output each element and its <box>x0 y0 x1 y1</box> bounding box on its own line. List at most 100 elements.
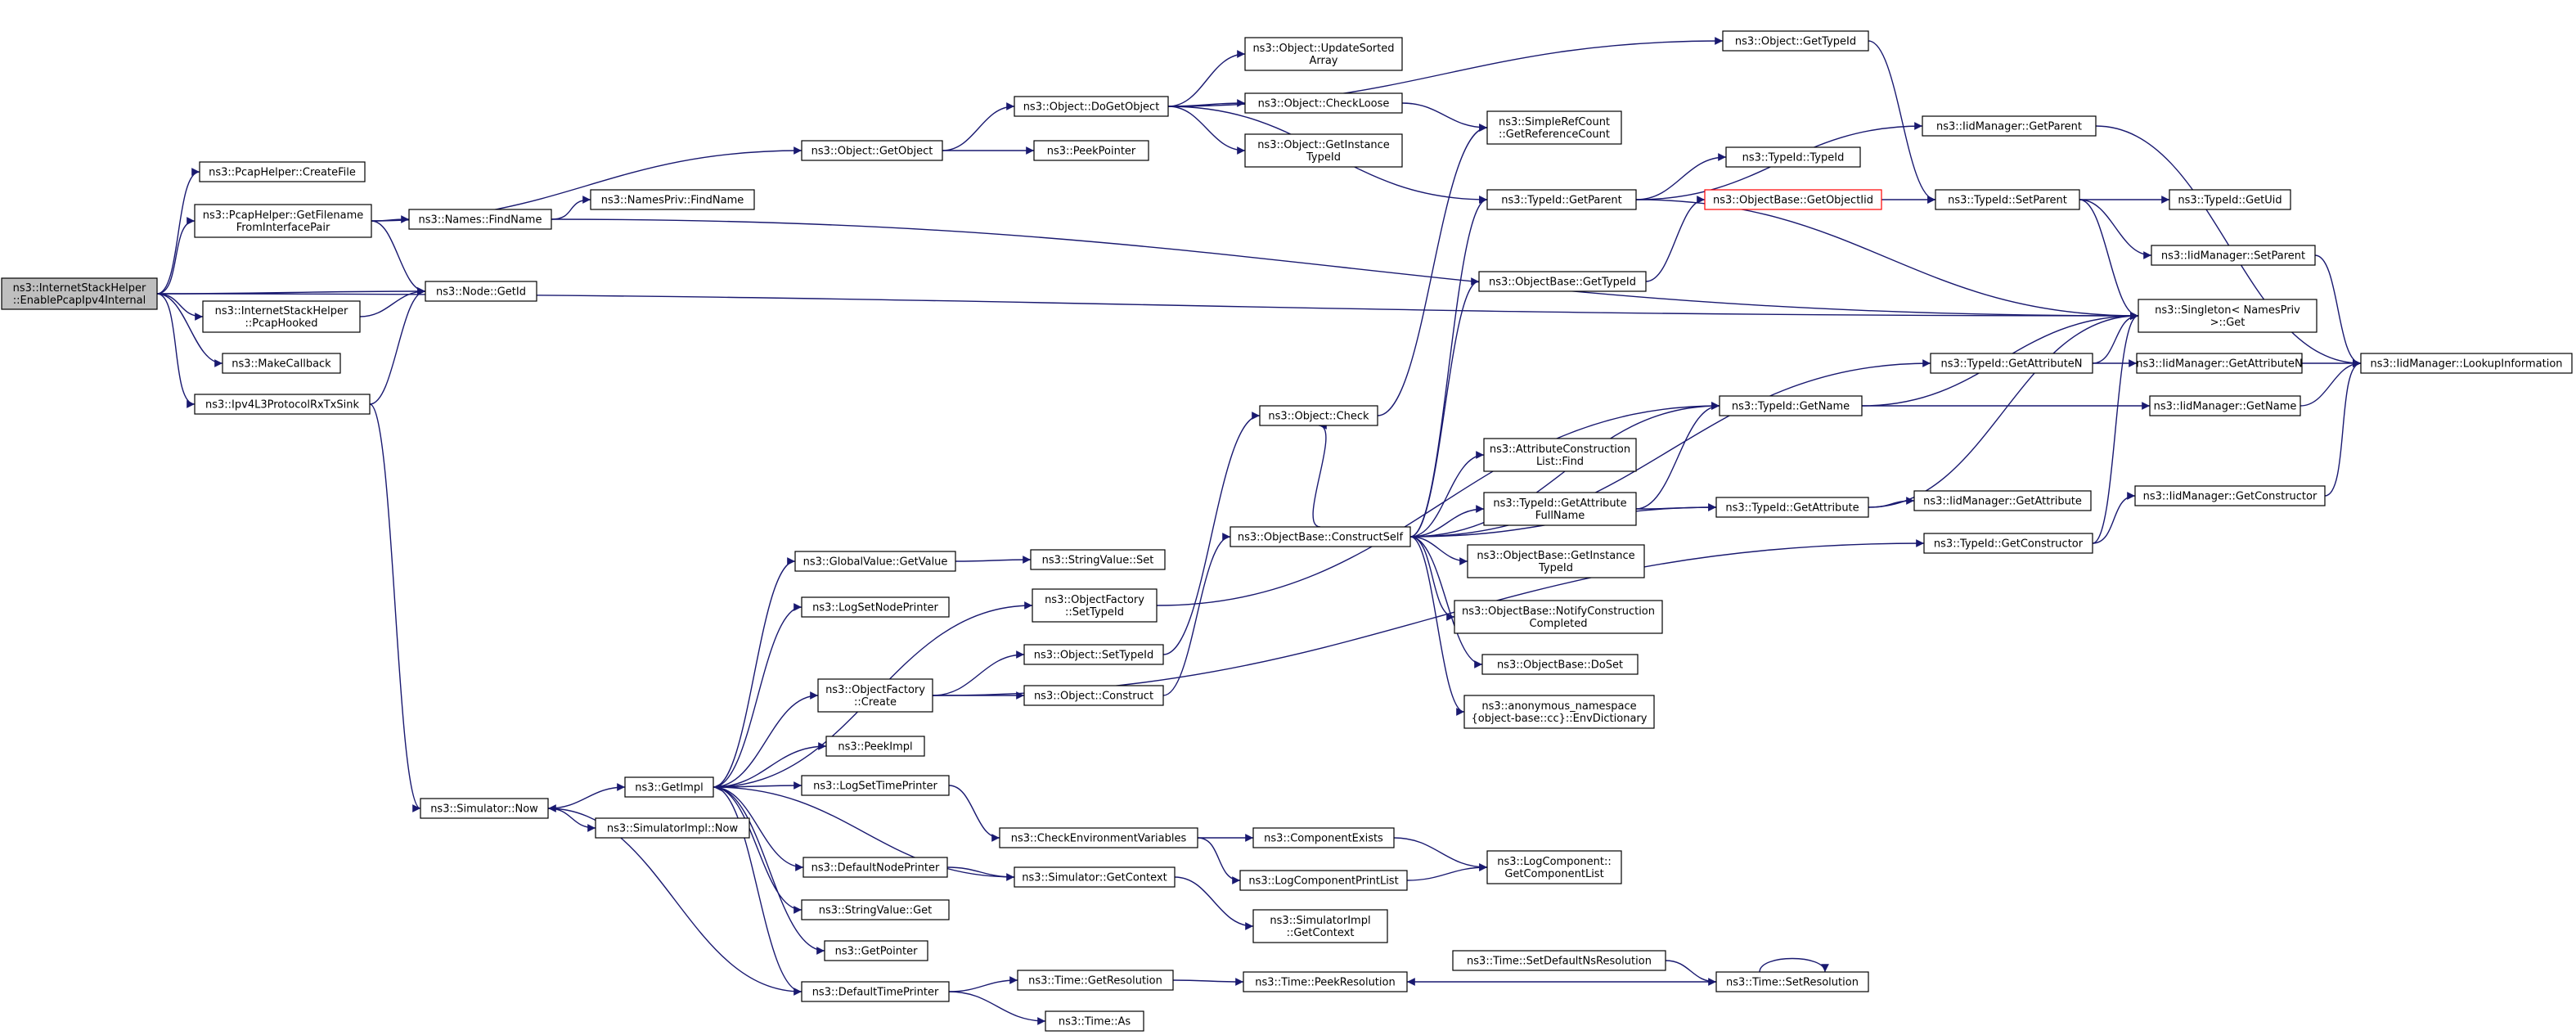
node-typeIdGetUid[interactable]: ns3::TypeId::GetUid <box>2169 189 2291 210</box>
node-timeGetRes[interactable]: ns3::Time::GetResolution <box>1017 970 1174 991</box>
node-typeIdSetParent[interactable]: ns3::TypeId::SetParent <box>1935 189 2080 210</box>
node-pcapCreate[interactable]: ns3::PcapHelper::CreateFile <box>199 161 366 182</box>
node-iidGetCons[interactable]: ns3::IidManager::GetConstructor <box>2134 485 2326 506</box>
node-objFactorySetTypeId[interactable]: ns3::ObjectFactory::SetTypeId <box>1032 588 1158 623</box>
node-constructSelf[interactable]: ns3::ObjectBase::ConstructSelf <box>1230 526 1411 547</box>
node-simGetContext[interactable]: ns3::Simulator::GetContext <box>1014 866 1176 888</box>
node-typeIdGetAttrN[interactable]: ns3::TypeId::GetAttributeN <box>1930 353 2093 374</box>
node-pcapGetFilename[interactable]: ns3::PcapHelper::GetFilenameFromInterfac… <box>194 204 372 238</box>
node-timePeekRes[interactable]: ns3::Time::PeekResolution <box>1243 971 1408 992</box>
node-label: ns3::Object::SetTypeId <box>1034 650 1153 662</box>
node-globalGetValue[interactable]: ns3::GlobalValue::GetValue <box>794 551 956 572</box>
node-objBaseGetTypeId[interactable]: ns3::ObjectBase::GetTypeId <box>1478 271 1647 292</box>
node-label: ns3::CheckEnvironmentVariables <box>1011 833 1187 845</box>
node-label: ns3::PcapHelper::CreateFile <box>209 167 356 179</box>
node-iidGetAttrN[interactable]: ns3::IidManager::GetAttributeN <box>2136 353 2303 374</box>
node-simImplGetContext[interactable]: ns3::SimulatorImpl::GetContext <box>1252 909 1388 943</box>
node-doGetObject[interactable]: ns3::Object::DoGetObject <box>1014 96 1169 117</box>
node-logComponentList[interactable]: ns3::LogComponent::GetComponentList <box>1486 850 1622 884</box>
node-label: FromInterfacePair <box>236 222 330 234</box>
node-nodeGetId[interactable]: ns3::Node::GetId <box>425 281 537 302</box>
node-iidGetParent[interactable]: ns3::IidManager::GetParent <box>1922 115 2097 137</box>
node-label: ns3::Time::GetResolution <box>1028 975 1162 988</box>
node-iidLookup[interactable]: ns3::IidManager::LookupInformation <box>2360 353 2573 374</box>
node-objGetTypeId[interactable]: ns3::Object::GetTypeId <box>1722 30 1869 52</box>
node-stringValueGet[interactable]: ns3::StringValue::Get <box>801 899 950 920</box>
node-notifyCons[interactable]: ns3::ObjectBase::NotifyConstructionCompl… <box>1454 600 1663 634</box>
node-rxTxSink[interactable]: ns3::Ipv4L3ProtocolRxTxSink <box>194 394 371 415</box>
node-box <box>1922 115 2097 137</box>
node-envDict[interactable]: ns3::anonymous_namespace{object-base::cc… <box>1463 695 1655 729</box>
node-defaultNodePrinter[interactable]: ns3::DefaultNodePrinter <box>802 857 948 878</box>
node-box <box>1252 909 1388 943</box>
node-objFactoryCreate[interactable]: ns3::ObjectFactory::Create <box>817 678 933 713</box>
node-peekPointer[interactable]: ns3::PeekPointer <box>1033 140 1149 161</box>
node-typeIdGetName[interactable]: ns3::TypeId::GetName <box>1719 395 1863 416</box>
node-label: >::Get <box>2210 317 2246 329</box>
node-root[interactable]: ns3::InternetStackHelper::EnablePcapIpv4… <box>1 277 158 310</box>
node-timeAs[interactable]: ns3::Time::As <box>1045 1010 1144 1032</box>
node-timeSetRes[interactable]: ns3::Time::SetResolution <box>1715 971 1869 992</box>
node-label: ns3::ObjectBase::GetTypeId <box>1489 277 1636 289</box>
node-stringValueSet[interactable]: ns3::StringValue::Set <box>1030 549 1166 570</box>
node-label: ns3::TypeId::GetAttribute <box>1725 502 1859 515</box>
node-namesFind[interactable]: ns3::Names::FindName <box>408 209 552 230</box>
node-box <box>1033 140 1149 161</box>
node-defaultTimePrinter[interactable]: ns3::DefaultTimePrinter <box>801 981 950 1002</box>
node-objGetObject[interactable]: ns3::Object::GetObject <box>801 140 943 161</box>
node-box <box>1230 526 1411 547</box>
node-simImplNow[interactable]: ns3::SimulatorImpl::Now <box>595 817 750 839</box>
node-label: ns3::IidManager::GetConstructor <box>2143 491 2318 503</box>
node-namesPrivFind[interactable]: ns3::NamesPriv::FindName <box>590 189 755 210</box>
edge-objFactoryCreate-to-objSetTypeId <box>932 650 1025 696</box>
node-box <box>801 140 943 161</box>
node-box <box>1252 827 1395 848</box>
node-makeCallback[interactable]: ns3::MakeCallback <box>222 353 341 374</box>
node-simNow[interactable]: ns3::Simulator::Now <box>420 798 549 819</box>
node-iidSetParent[interactable]: ns3::IidManager::SetParent <box>2151 245 2316 266</box>
node-iidGetAttr[interactable]: ns3::IidManager::GetAttribute <box>1913 490 2092 511</box>
edge-typeIdGetAttrFull-to-typeIdGetName <box>1635 402 1720 510</box>
node-label: ::Create <box>854 696 897 709</box>
node-typeIdGetCons[interactable]: ns3::TypeId::GetConstructor <box>1923 533 2093 554</box>
node-box <box>1463 695 1655 729</box>
node-singleton[interactable]: ns3::Singleton< NamesPriv>::Get <box>2138 299 2318 333</box>
edge-objSetTypeId-to-objCheck <box>1162 412 1261 655</box>
node-checkEnv[interactable]: ns3::CheckEnvironmentVariables <box>999 827 1198 848</box>
node-typeIdTypeId[interactable]: ns3::TypeId::TypeId <box>1725 146 1861 168</box>
node-getPointer[interactable]: ns3::GetPointer <box>824 940 928 961</box>
node-box <box>1930 353 2093 374</box>
node-box <box>1704 189 1882 210</box>
node-doSet[interactable]: ns3::ObjectBase::DoSet <box>1481 654 1639 675</box>
node-objConstruct[interactable]: ns3::Object::Construct <box>1023 685 1164 706</box>
node-pcapHooked[interactable]: ns3::InternetStackHelper::PcapHooked <box>202 300 361 333</box>
node-typeIdGetAttr[interactable]: ns3::TypeId::GetAttribute <box>1715 497 1869 518</box>
edge-componentExists-to-logComponentList <box>1393 837 1488 871</box>
node-iidGetName[interactable]: ns3::IidManager::GetName <box>2149 395 2301 416</box>
node-checkLoose[interactable]: ns3::Object::CheckLoose <box>1244 92 1403 114</box>
node-simpleRef[interactable]: ns3::SimpleRefCount::GetReferenceCount <box>1486 110 1622 145</box>
node-objSetTypeId[interactable]: ns3::Object::SetTypeId <box>1023 644 1164 665</box>
node-box <box>1483 492 1637 526</box>
node-logComponentPrintList[interactable]: ns3::LogComponentPrintList <box>1239 870 1408 891</box>
node-timeSetDefaultNs[interactable]: ns3::Time::SetDefaultNsResolution <box>1452 950 1666 971</box>
node-peekImpl[interactable]: ns3::PeekImpl <box>825 736 925 757</box>
node-objBaseGetObjectIid[interactable]: ns3::ObjectBase::GetObjectIid <box>1704 189 1882 210</box>
node-getImpl[interactable]: ns3::GetImpl <box>624 776 714 798</box>
node-box <box>1913 490 2092 511</box>
node-logSetNodePrinter[interactable]: ns3::LogSetNodePrinter <box>801 596 950 618</box>
node-componentExists[interactable]: ns3::ComponentExists <box>1252 827 1395 848</box>
node-label: ns3::TypeId::GetAttributeN <box>1940 358 2082 371</box>
node-logSetTimePrinter[interactable]: ns3::LogSetTimePrinter <box>801 775 950 796</box>
node-label: ns3::IidManager::GetName <box>2154 401 2297 413</box>
node-objCheck[interactable]: ns3::Object::Check <box>1259 405 1378 426</box>
edge-typeIdGetCons-to-iidGetCons <box>2092 492 2136 544</box>
node-label: List::Find <box>1536 456 1584 468</box>
node-typeIdGetParent[interactable]: ns3::TypeId::GetParent <box>1486 189 1637 210</box>
node-box <box>624 776 714 798</box>
